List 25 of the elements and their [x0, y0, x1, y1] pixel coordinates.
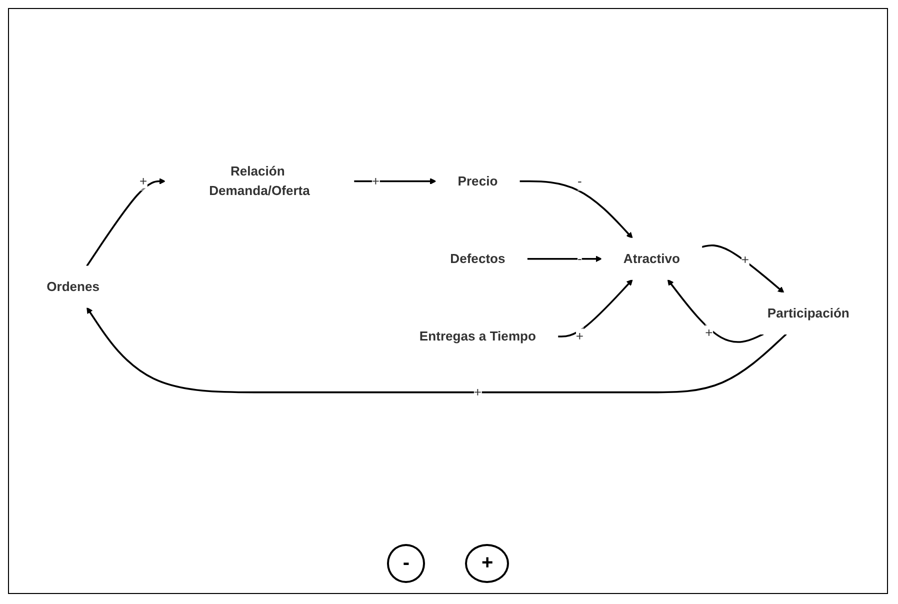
arrow [667, 278, 764, 342]
edge-label: + [474, 384, 482, 399]
node-text: Entregas a Tiempo [419, 328, 536, 343]
edge-label: + [139, 173, 148, 188]
node-text: Relación Demanda/Oferta [209, 163, 310, 198]
node-text: Defectos [450, 250, 506, 266]
loop-polarity-label: - [386, 544, 426, 583]
arrow [558, 278, 633, 337]
node-text: Atractivo [623, 250, 680, 266]
node-text: Ordenes [46, 278, 100, 294]
arrow [354, 178, 436, 184]
edge-label: - [578, 250, 582, 266]
arrow [527, 255, 602, 262]
edge-label: + [576, 328, 584, 343]
node-text: Precio [458, 173, 498, 188]
edge-label: - [578, 173, 582, 188]
arrow [702, 244, 784, 293]
edge-label: + [372, 173, 380, 188]
edge-label: + [705, 325, 713, 340]
arrow [86, 306, 787, 393]
node-text: Participación [767, 305, 850, 320]
arrow [519, 180, 633, 238]
arrow [86, 178, 166, 266]
edge-label: + [741, 252, 750, 266]
loop-polarity-label: + [465, 544, 510, 583]
